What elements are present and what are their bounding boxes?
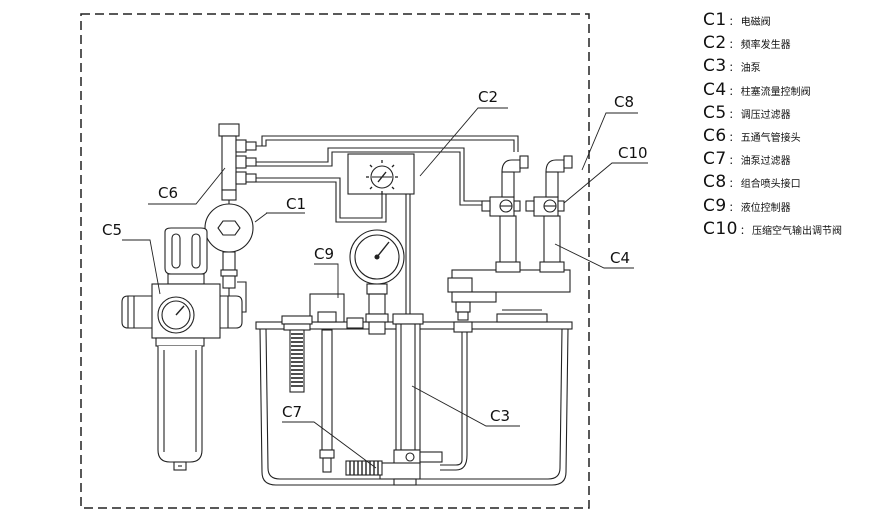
legend-row-c2: C2：频率发生器 xyxy=(703,33,888,56)
legend-code: C3 xyxy=(703,56,727,77)
legend-separator: ： xyxy=(728,179,739,191)
solenoid-valve xyxy=(204,203,254,289)
callout-c10: C10 xyxy=(618,144,648,162)
callout-labels: C1 C2 C3 C4 C5 C6 C7 C8 C9 C10 xyxy=(102,88,648,425)
legend-code: C1 xyxy=(703,10,727,30)
legend-code: C9 xyxy=(703,195,727,216)
legend-code: C5 xyxy=(703,102,727,123)
piston-flow-control-valves xyxy=(447,155,573,321)
legend-description: 调压过滤器 xyxy=(740,109,791,121)
callout-c4: C4 xyxy=(610,249,630,267)
callout-c5: C5 xyxy=(102,221,122,239)
legend-row-c7: C7：油泵过滤器 xyxy=(703,149,888,172)
legend-row-c4: C4：柱塞流量控制阀 xyxy=(703,80,888,103)
pressure-gauge xyxy=(349,229,405,335)
legend-description: 组合喷头接口 xyxy=(740,179,801,191)
legend-separator: ： xyxy=(728,17,739,28)
legend-description: 频率发生器 xyxy=(740,40,791,52)
air-and-oil-tubing xyxy=(228,135,519,314)
legend-code: C10 xyxy=(703,218,739,239)
legend-row-c3: C3：油泵 xyxy=(703,56,888,79)
oil-pump xyxy=(379,313,473,486)
legend-description: 五通气管接头 xyxy=(740,132,801,144)
legend-description: 油泵 xyxy=(740,63,761,75)
level-controller xyxy=(281,293,364,473)
legend-separator: ： xyxy=(728,63,739,75)
legend-description: 柱塞流量控制阀 xyxy=(740,86,811,98)
callout-c2: C2 xyxy=(478,88,498,106)
five-way-air-connector xyxy=(218,123,257,201)
legend-code: C6 xyxy=(703,125,727,146)
legend-separator: ： xyxy=(728,40,739,52)
legend-separator: ： xyxy=(728,132,739,144)
legend-row-c8: C8：组合喷头接口 xyxy=(703,172,888,195)
legend-description: 电磁阀 xyxy=(740,17,771,28)
legend: C1：电磁阀 C2：频率发生器 C3：油泵 C4：柱塞流量控制阀 C5：调压过滤… xyxy=(703,10,888,242)
callout-c9: C9 xyxy=(314,245,334,263)
legend-row-c5: C5：调压过滤器 xyxy=(703,103,888,126)
legend-row-c9: C9：液位控制器 xyxy=(703,196,888,219)
legend-code: C2 xyxy=(703,33,727,54)
legend-row-c1: C1：电磁阀 xyxy=(703,10,888,33)
callout-c8: C8 xyxy=(614,93,634,111)
legend-description: 液位控制器 xyxy=(740,202,791,214)
legend-separator: ： xyxy=(728,86,739,98)
legend-row-c10: C10：压缩空气输出调节阀 xyxy=(703,219,888,242)
legend-code: C7 xyxy=(703,149,727,170)
legend-row-c6: C6：五通气管接头 xyxy=(703,126,888,149)
pressure-regulating-filter xyxy=(121,227,243,471)
frequency-generator xyxy=(347,153,415,195)
callout-c6: C6 xyxy=(158,184,178,202)
callout-c3: C3 xyxy=(490,407,510,425)
callout-c7: C7 xyxy=(282,403,302,421)
legend-separator: ： xyxy=(728,202,739,214)
callout-c1: C1 xyxy=(286,195,306,213)
legend-separator: ： xyxy=(728,156,739,168)
legend-code: C8 xyxy=(703,172,727,193)
pump-filter xyxy=(345,460,383,476)
legend-separator: ： xyxy=(728,109,739,121)
legend-description: 油泵过滤器 xyxy=(740,156,791,168)
callout-leader-lines xyxy=(122,107,648,469)
legend-description: 压缩空气输出调节阀 xyxy=(752,225,843,237)
enclosure-dashed-border xyxy=(80,13,590,509)
legend-code: C4 xyxy=(703,79,727,100)
legend-separator: ： xyxy=(740,225,751,237)
